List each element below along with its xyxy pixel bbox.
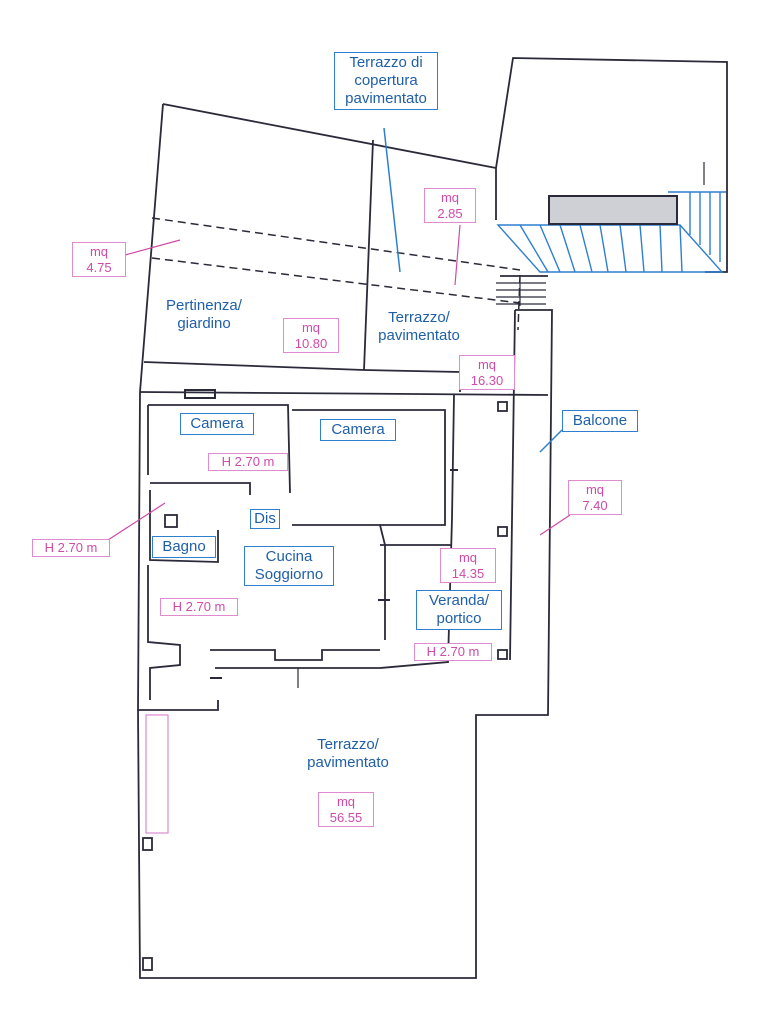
- dashed-projection: [151, 257, 521, 304]
- window: [184, 389, 216, 399]
- camera-2-wall: [292, 409, 446, 526]
- area-14-35: mq 14.35: [440, 548, 496, 584]
- cucina-south-wall: [210, 649, 380, 661]
- leader-line: [107, 502, 166, 541]
- label-terrazzo-copertura: Terrazzo di copertura pavimentato: [334, 52, 438, 110]
- height-veranda: H 2.70 m: [414, 643, 492, 661]
- callout-arrow: [539, 429, 563, 453]
- balcony-outline: [137, 309, 553, 979]
- height-camera: H 2.70 m: [208, 453, 288, 471]
- pillar: [142, 837, 153, 851]
- area-2-85: mq 2.85: [424, 188, 476, 224]
- leader-line: [124, 239, 181, 256]
- callout-arrow: [383, 127, 401, 273]
- terrace-wall: [363, 369, 461, 392]
- label-pertinenza: Pertinenza/ giardino: [166, 297, 242, 332]
- label-terrazzo-bottom: Terrazzo/ pavimentato: [307, 736, 389, 771]
- corridor-wall: [150, 482, 251, 495]
- pillar: [497, 649, 508, 660]
- terrace-lower-edge: [143, 361, 365, 371]
- bagno-wall: [149, 490, 219, 563]
- label-terrazzo-top: Terrazzo/ pavimentato: [378, 309, 460, 344]
- area-16-30: mq 16.30: [459, 355, 515, 391]
- label-bagno: Bagno: [152, 536, 216, 558]
- area-4-75: mq 4.75: [72, 242, 126, 278]
- label-camera-1: Camera: [180, 413, 254, 435]
- camera-1-wall: [148, 404, 291, 494]
- cucina-wall: [292, 524, 386, 640]
- main-outer-wall: [137, 391, 219, 711]
- leader-line: [539, 514, 571, 536]
- pillar: [164, 514, 178, 528]
- label-balcone: Balcone: [562, 410, 638, 432]
- area-56-55: mq 56.55: [318, 792, 374, 828]
- dashed-projection: [151, 217, 521, 271]
- stair-landing: [548, 195, 678, 225]
- stair-enclosure: [495, 57, 728, 273]
- leader-line: [454, 224, 461, 286]
- cucina-west-wall: [147, 565, 181, 700]
- divider-wall: [363, 139, 374, 371]
- stair-flight: [496, 224, 724, 273]
- house-east-wall: [215, 394, 455, 669]
- pillar: [497, 526, 508, 537]
- pillar: [497, 401, 508, 412]
- label-veranda: Veranda/ portico: [416, 590, 502, 630]
- dashed-projection: [517, 274, 521, 331]
- label-dis: Dis: [250, 509, 280, 529]
- upper-rail-line: [139, 391, 549, 396]
- label-cucina-soggiorno: Cucina Soggiorno: [244, 546, 334, 586]
- height-cucina: H 2.70 m: [160, 598, 238, 616]
- area-7-40: mq 7.40: [568, 480, 622, 516]
- height-left: H 2.70 m: [32, 539, 110, 557]
- pillar: [142, 957, 153, 971]
- area-10-80: mq 10.80: [283, 318, 339, 354]
- glass-panel: [145, 714, 169, 834]
- label-camera-2: Camera: [320, 419, 396, 441]
